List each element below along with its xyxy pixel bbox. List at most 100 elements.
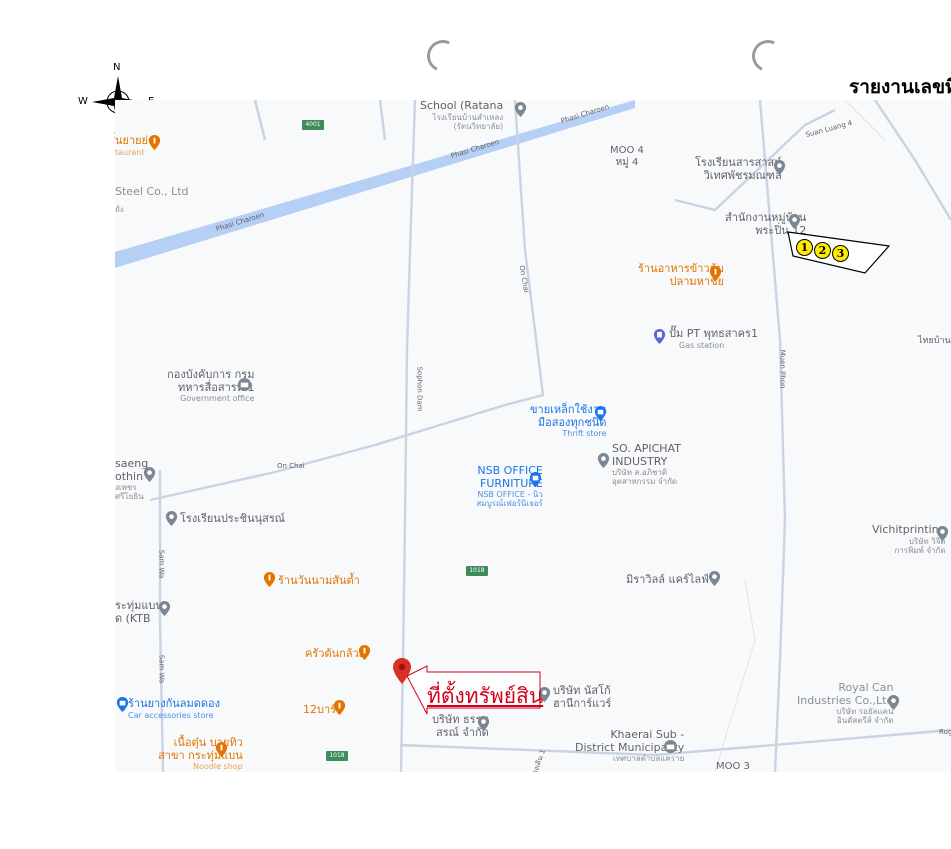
poi-vichitprinting[interactable]: Vichitprinting บริษัท วิจิต การพิมพ์ จำก… xyxy=(872,523,946,555)
poi-restaurant-left[interactable]: นยายย่า taurant xyxy=(115,134,155,157)
restaurant-pin-icon[interactable] xyxy=(262,572,277,587)
restaurant-pin-icon[interactable] xyxy=(147,135,162,150)
binder-clip-left xyxy=(422,35,464,77)
poi-wan-sanam[interactable]: ร้านวันนามสันต้ำ xyxy=(278,574,360,587)
company-pin-icon[interactable] xyxy=(935,526,950,541)
road-label-rug: Rug xyxy=(939,728,951,736)
restaurant-pin-icon[interactable] xyxy=(708,266,723,281)
poi-label: othin xyxy=(115,469,144,483)
poi-municipality[interactable]: Khaerai Sub - District Municipality เทศบ… xyxy=(575,728,685,764)
poi-nsb-furniture[interactable]: NSB OFFICE FURNITURE NSB OFFICE - นิว สม… xyxy=(472,464,543,509)
government-pin-icon[interactable] xyxy=(663,739,678,754)
poi-army-office[interactable]: กองบังคับการ กรม ทหารสื่อสารที่ 1 Govern… xyxy=(163,368,255,404)
route-shield-1018-a: 1018 xyxy=(466,566,488,576)
poi-sub: เทศบาลตำบลแคราย xyxy=(613,754,685,764)
poi-label: ปั๊ม PT พุทธสาคร1 xyxy=(669,327,758,340)
road-minor-4 xyxy=(158,470,165,772)
poi-saeng-sothin[interactable]: saeng othin งเพชร ศรีโยธิน xyxy=(115,457,148,502)
poi-label: Khaerai Sub - xyxy=(610,728,685,741)
poi-steel-co[interactable]: Steel Co., Ltd ถัง xyxy=(115,185,189,214)
restaurant-pin-icon[interactable] xyxy=(332,700,347,715)
road-label-sam-wa-2: Sam Wa xyxy=(157,654,166,684)
poi-sub: การพิมพ์ จำกัด xyxy=(894,545,946,555)
school-pin-icon[interactable] xyxy=(513,102,528,117)
company-pin-icon[interactable] xyxy=(596,453,611,468)
poi-sub: อินดัสตรีส์ จำกัด xyxy=(836,716,894,726)
poi-label: District Municipality xyxy=(575,740,685,754)
poi-label: ขายเหล็กใช้งาน xyxy=(530,403,607,416)
poi-sub: Car accessories store xyxy=(128,710,214,720)
poi-ktb[interactable]: ระทุ่มแบน ัด (KTB xyxy=(115,599,163,625)
poi-sub: บริษัท รอยัลแคน xyxy=(836,707,894,717)
bank-pin-icon[interactable] xyxy=(157,601,172,616)
shop-pin-icon[interactable] xyxy=(115,697,130,712)
poi-banana-kitchen[interactable]: ครัวต้นกล้วย xyxy=(305,647,366,660)
location-label: ที่ตั้งทรัพย์สิน xyxy=(427,684,544,708)
location-arrow xyxy=(406,665,541,715)
poi-school-ratana[interactable]: School (Ratana โรงเรียนบ้านสำเหลง (รัตนว… xyxy=(420,100,503,131)
poi-car-accessories[interactable]: ร้านยางกันลมดดอง Car accessories store xyxy=(128,697,220,720)
poi-royal-can[interactable]: Royal Can Industries Co.,Ltd บริษัท รอยั… xyxy=(797,681,894,726)
poi-12-bar[interactable]: 12บาร์ xyxy=(303,703,337,716)
poi-so-apichat[interactable]: SO. APICHAT INDUSTRY บริษัท ส.อภิชาติ อุ… xyxy=(612,442,681,487)
map-viewport[interactable]: Phasi Charoen Phasi Charoen Phasi Charoe… xyxy=(115,100,951,772)
poi-label: NSB OFFICE xyxy=(477,464,543,477)
poi-sub: taurant xyxy=(115,147,145,157)
poi-thamma[interactable]: บริษัท ธรรม สรณ์ จำกัด xyxy=(428,713,489,739)
gas-station-pin-icon[interactable] xyxy=(652,329,667,344)
restaurant-pin-icon[interactable] xyxy=(357,645,372,660)
poi-sub: Government office xyxy=(180,394,255,404)
school-pin-icon[interactable] xyxy=(772,160,787,175)
parcel-number-2: 2 xyxy=(814,242,831,259)
binder-clip-right xyxy=(747,35,789,77)
poi-label: ปลามหาชัย xyxy=(669,274,725,288)
poi-label: INDUSTRY xyxy=(612,454,668,468)
school-pin-icon[interactable] xyxy=(164,511,179,526)
poi-label: Vichitprinting xyxy=(872,523,946,536)
poi-sub: Noodle shop xyxy=(193,762,243,772)
area-label-th: หมู่ 4 xyxy=(615,156,639,168)
poi-rice-restaurant[interactable]: ร้านอาหารข้าวต้ม ปลามหาชัย xyxy=(638,262,725,288)
bank-pin-icon[interactable] xyxy=(142,467,157,482)
restaurant-pin-icon[interactable] xyxy=(214,742,229,757)
poi-label: นยายย่า xyxy=(115,134,155,147)
property-marker-icon[interactable] xyxy=(393,658,411,684)
road-minor-2 xyxy=(149,100,545,502)
poi-sub: ศรีโยธิน xyxy=(115,492,144,502)
road-minor-8 xyxy=(378,100,387,141)
poi-sub: โรงเรียนบ้านสำเหลง xyxy=(432,112,504,122)
poi-sub: Thrift store xyxy=(562,429,607,439)
area-moo4: MOO 4 หมู่ 4 xyxy=(610,145,644,168)
government-pin-icon[interactable] xyxy=(237,377,252,392)
poi-sub: Gas station xyxy=(679,340,725,350)
poi-sub: สมบูรณ์เฟอร์นิเจอร์ xyxy=(476,499,543,509)
poi-gas-station[interactable]: ปั๊ม PT พุทธสาคร1 Gas station xyxy=(669,327,758,350)
poi-sub: บริษัท ส.อภิชาติ xyxy=(612,468,668,478)
poi-label: School (Ratana xyxy=(420,100,504,112)
road-lane-1 xyxy=(714,579,756,772)
company-pin-icon[interactable] xyxy=(886,695,901,710)
poi-sub: อุตสาหกรรม จำกัด xyxy=(612,477,678,487)
parcel-number-3: 3 xyxy=(832,245,849,262)
poi-school-sarasat[interactable]: โรงเรียนสารสาสน์ วิเทศพัชรมณฑล xyxy=(695,156,782,182)
company-pin-icon[interactable] xyxy=(537,687,552,702)
poi-second-hand-store[interactable]: ขายเหล็กใช้งาน มือสองทุกชนิด Thrift stor… xyxy=(530,403,607,439)
poi-school-prasin[interactable]: โรงเรียนประชินนุสรณ์ xyxy=(180,512,285,525)
road-lane-2 xyxy=(844,100,886,141)
poi-nasako[interactable]: บริษัท นัสโก้ ฮานีการ์แวร์ xyxy=(553,684,612,710)
road-label-sam-wa-1: Sam Wa xyxy=(157,549,166,579)
poi-label: มือสองทุกชนิด xyxy=(537,415,607,429)
care-pin-icon[interactable] xyxy=(707,571,722,586)
road-phasi-charoen xyxy=(115,100,635,268)
poi-label: ฮานีการ์แวร์ xyxy=(553,696,612,710)
road-label-sophon: Sophon Dam xyxy=(415,366,424,412)
office-pin-icon[interactable] xyxy=(787,214,802,229)
road-minor-7 xyxy=(253,100,267,141)
shop-pin-icon[interactable] xyxy=(593,406,608,421)
company-pin-icon[interactable] xyxy=(476,716,491,731)
poi-miravill[interactable]: มิราวิลล์ แคร์ไลฟ์ xyxy=(626,573,709,586)
shop-pin-icon[interactable] xyxy=(528,472,543,487)
poi-thai-home[interactable]: ไทยบ้าน xyxy=(918,336,951,346)
poi-label: บริษัท ธรรม xyxy=(432,713,489,726)
